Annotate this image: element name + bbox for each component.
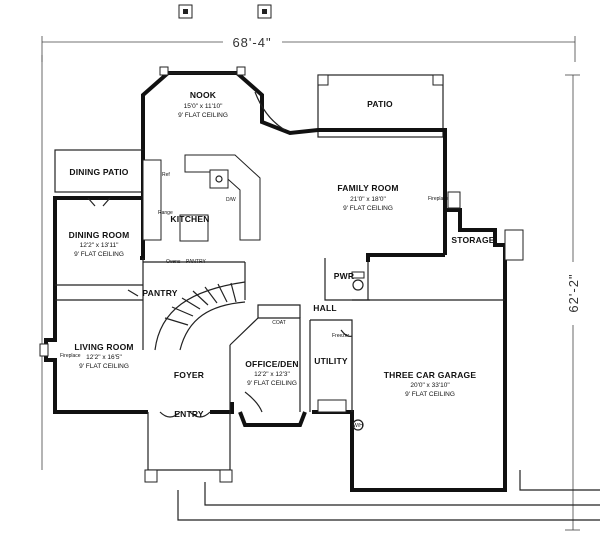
dining-patio-name: DINING PATIO [69, 167, 128, 177]
ref-note: Ref [162, 172, 170, 178]
washer-dryer-icon [317, 399, 347, 413]
kitchen-name: KITCHEN [170, 214, 209, 224]
dw-note: D/W [226, 197, 236, 203]
kitchen-counters [142, 154, 261, 242]
living-fireplace-note: Fireplace [60, 353, 81, 359]
garage-ceiling: 9' FLAT CEILING [405, 391, 455, 398]
staircase [154, 281, 246, 351]
foyer-name: FOYER [174, 370, 204, 380]
width-dimension-line [41, 36, 576, 470]
column-ornament-icon [178, 4, 193, 19]
kitchen-island [179, 214, 209, 242]
coat-note: COAT [272, 320, 286, 326]
ovens-note: Ovens [166, 259, 181, 265]
office-den-ceiling: 9' FLAT CEILING [247, 380, 297, 387]
column-ornament-icon [257, 4, 272, 19]
dining-room-name: DINING ROOM [69, 230, 130, 240]
entry-porch [144, 469, 600, 521]
family-room-ceiling: 9' FLAT CEILING [343, 205, 393, 212]
patio-outline [317, 74, 444, 138]
interior-walls [55, 258, 505, 471]
entry-name: ENTRY [174, 409, 204, 419]
living-room-ceiling: 9' FLAT CEILING [79, 363, 129, 370]
family-room-size: 21'0" x 18'0" [350, 196, 386, 203]
storage-door [504, 229, 524, 261]
door-swings [87, 91, 353, 418]
depth-dimension-line [565, 74, 580, 531]
toilet-icon [352, 279, 364, 291]
water-heater-icon [352, 419, 364, 431]
nook-name: NOOK [190, 90, 217, 100]
storage-name: STORAGE [451, 235, 494, 245]
family-room-name: FAMILY ROOM [337, 183, 398, 193]
nook-size: 15'0" x 11'10" [184, 103, 223, 110]
nook-ceiling: 9' FLAT CEILING [178, 112, 228, 119]
living-room-name: LIVING ROOM [74, 342, 133, 352]
garage-name: THREE CAR GARAGE [384, 370, 477, 380]
fireplace-icon [447, 191, 461, 209]
dining-room-size: 12'2" x 13'11" [80, 242, 119, 249]
nook-bay-wall [141, 71, 447, 255]
family-fireplace-note: Fireplace [428, 196, 449, 202]
office-den-name: OFFICE/DEN [245, 359, 298, 369]
range-note: Range [158, 210, 173, 216]
hall-name: HALL [313, 303, 336, 313]
office-den-size: 12'2" x 12'3" [254, 371, 290, 378]
living-room-size: 12'2" x 16'5" [86, 354, 122, 361]
overall-width-label: 68'-4" [232, 35, 271, 50]
cooktop-icon [209, 169, 229, 189]
overall-depth-label: 62'-2" [566, 273, 581, 312]
wh-note: W/H [353, 423, 363, 429]
freezer-note: Freezer [332, 333, 350, 339]
pwr-name: PWR [334, 271, 354, 281]
garage-size: 20'0" x 33'10" [410, 382, 450, 389]
dining-room-ceiling: 9' FLAT CEILING [74, 251, 124, 258]
utility-name: UTILITY [314, 356, 348, 366]
pantry-small-note: PANTRY [186, 259, 206, 265]
fireplace-icon [39, 343, 49, 357]
pantry-name: PANTRY [142, 288, 177, 298]
patio-name: PATIO [367, 99, 393, 109]
